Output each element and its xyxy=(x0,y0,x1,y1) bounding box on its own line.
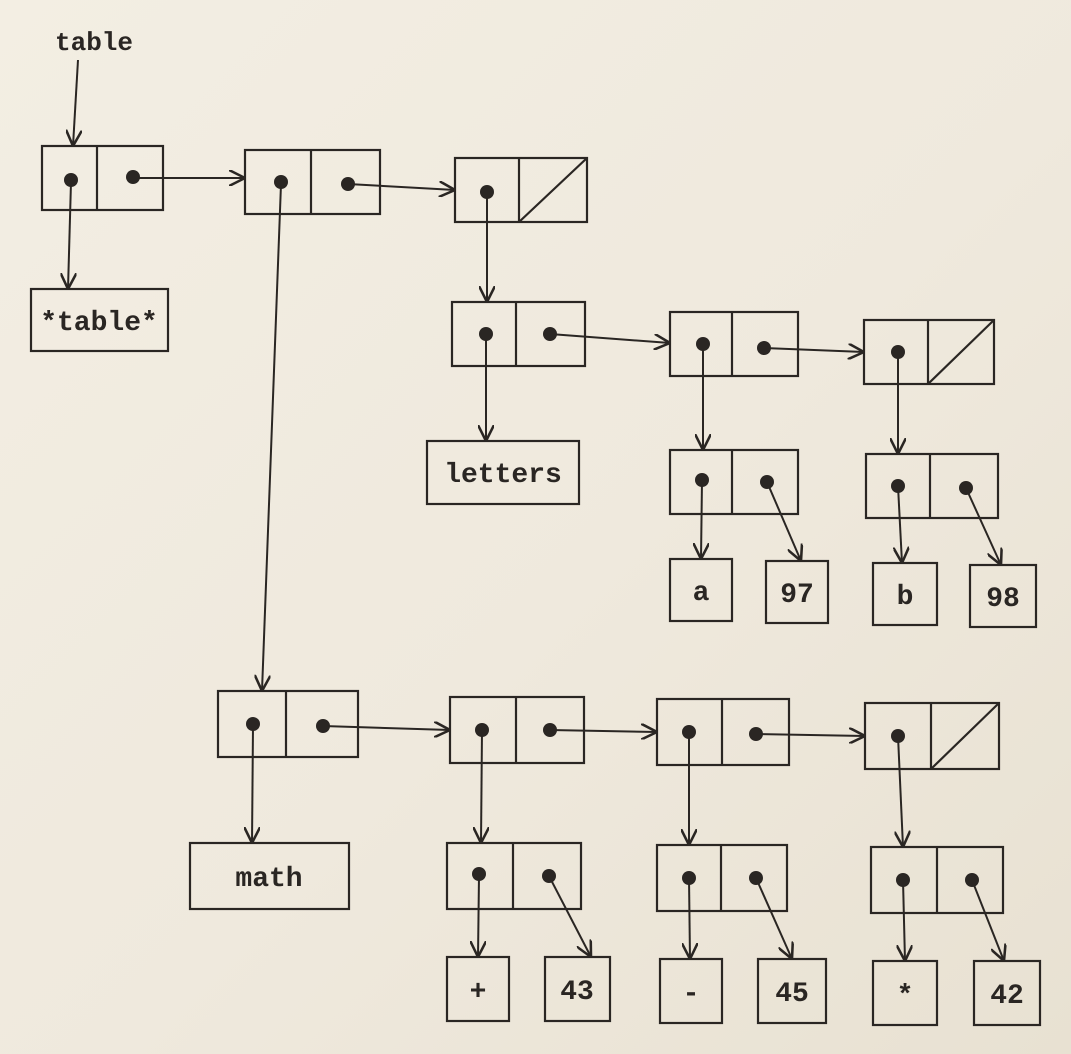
arrow-pair-star-cdr xyxy=(971,879,1004,961)
arrow-spine-1-car xyxy=(68,181,71,289)
atom-box-98 xyxy=(968,563,1038,629)
atom-box-table-name xyxy=(29,287,170,353)
arrow-math-1-car xyxy=(252,725,253,843)
arrow-pair-star-car xyxy=(903,879,905,961)
pointer-arrows xyxy=(68,178,1004,961)
cons-cell-pair-minus xyxy=(655,843,789,913)
cons-cell-letters-1 xyxy=(450,300,587,368)
arrow-letters-1-cdr xyxy=(549,333,670,343)
arrow-pair-minus-cdr xyxy=(755,877,792,959)
arrow-spine-2-car xyxy=(262,183,282,691)
atom-box-letters xyxy=(425,439,581,506)
atom-box-42 xyxy=(972,959,1042,1027)
cons-cell-pair-b xyxy=(864,452,1000,520)
atom-label-45: 45 xyxy=(775,979,809,1010)
cons-cell-math-3 xyxy=(655,697,791,767)
atom-label-star: * xyxy=(897,981,914,1012)
arrow-spine-2-cdr xyxy=(347,184,455,190)
arrow-pair-a-cdr xyxy=(766,481,801,561)
arrow-pair-minus-car xyxy=(689,877,690,959)
atom-label-letters: letters xyxy=(444,460,562,491)
pointer-dots xyxy=(64,170,979,887)
atom-label-a: a xyxy=(693,578,710,609)
cons-cell-math-1 xyxy=(216,689,360,759)
arrow-math-1-cdr xyxy=(322,726,450,730)
arrow-math-4-car xyxy=(898,735,903,847)
variable-label-table: table xyxy=(55,28,133,58)
arrow-pair-a-car xyxy=(701,479,702,559)
atom-label-b: b xyxy=(897,582,914,613)
cons-cell-pair-plus xyxy=(445,841,583,911)
arrow-letters-2-cdr xyxy=(763,348,864,352)
arrow-table-to-head xyxy=(73,59,78,146)
arrow-pair-plus-cdr xyxy=(548,875,591,957)
atom-label-42: 42 xyxy=(990,981,1024,1012)
atom-label-table-name: *table* xyxy=(40,308,158,339)
atom-label-97: 97 xyxy=(780,580,814,611)
cons-cell-spine-2 xyxy=(243,148,382,216)
atom-label-98: 98 xyxy=(986,584,1020,615)
cons-cell-pair-a xyxy=(668,448,800,516)
arrow-math-3-cdr xyxy=(755,734,865,736)
arrow-math-2-car xyxy=(481,729,482,843)
arrow-math-2-cdr xyxy=(549,730,657,732)
cons-cell-spine-3-nil xyxy=(453,156,589,224)
arrow-pair-plus-car xyxy=(478,875,479,957)
cons-cell-math-4-nil xyxy=(863,701,1001,771)
cons-cell-letters-2 xyxy=(668,310,800,378)
atom-box-math xyxy=(188,841,351,911)
atom-label-minus: - xyxy=(683,979,700,1010)
atom-label-43: 43 xyxy=(560,977,594,1008)
arrow-pair-b-car xyxy=(898,485,902,563)
cons-cell-pair-star xyxy=(869,845,1005,915)
atom-label-math: math xyxy=(235,864,302,895)
atom-label-plus: + xyxy=(470,977,487,1008)
cons-cell-letters-3-nil xyxy=(862,318,996,386)
arrow-pair-b-cdr xyxy=(965,487,1001,565)
